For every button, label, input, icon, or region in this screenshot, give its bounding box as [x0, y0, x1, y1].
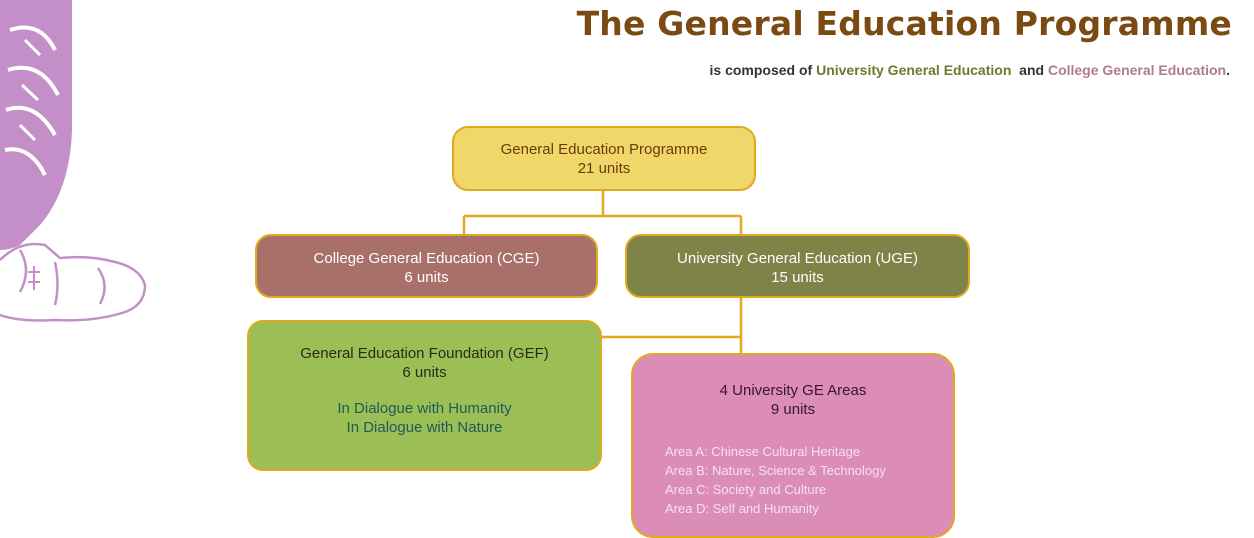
gef-course: In Dialogue with Nature — [346, 419, 503, 436]
ge-area-item: Area C: Society and Culture — [665, 482, 827, 497]
ge-area-item: Area D: Self and Humanity — [665, 501, 819, 516]
ge-areas-units: 9 units — [770, 401, 816, 418]
ge-areas-box: 4 University GE Areas 9 units Area A: Ch… — [631, 353, 955, 538]
gef-box: General Education Foundation (GEF) 6 uni… — [247, 320, 602, 471]
gep-box: General Education Programme 21 units — [452, 126, 756, 191]
cge-name: College General Education (CGE) — [313, 250, 540, 267]
gef-units: 6 units — [402, 364, 447, 381]
gep-name: General Education Programme — [500, 141, 708, 158]
ge-area-list: Area A: Chinese Cultural Heritage Area B… — [633, 442, 953, 518]
page-title: The General Education Programme — [576, 4, 1232, 43]
page-subtitle: is composed of University General Educat… — [710, 62, 1230, 78]
ge-areas-name: 4 University GE Areas — [719, 382, 867, 399]
gef-course-list: In Dialogue with Humanity In Dialogue wi… — [249, 399, 600, 437]
gef-name: General Education Foundation (GEF) — [300, 345, 549, 362]
subtitle-uge-term: University General Education — [816, 62, 1012, 78]
subtitle-prefix: is composed of — [709, 62, 817, 78]
gef-course: In Dialogue with Humanity — [337, 400, 512, 417]
cge-box: College General Education (CGE) 6 units — [255, 234, 598, 298]
ge-area-item: Area B: Nature, Science & Technology — [665, 463, 886, 478]
uge-name: University General Education (UGE) — [677, 250, 918, 267]
subtitle-cge-term: College General Education — [1047, 62, 1227, 78]
uge-box: University General Education (UGE) 15 un… — [625, 234, 970, 298]
subtitle-end: . — [1226, 62, 1230, 78]
uge-units: 15 units — [771, 269, 824, 286]
subtitle-and: and — [1011, 62, 1048, 78]
ge-area-item: Area A: Chinese Cultural Heritage — [665, 444, 861, 459]
university-crest-logo — [0, 0, 147, 322]
cge-units: 6 units — [404, 269, 449, 286]
gep-units: 21 units — [577, 160, 631, 177]
